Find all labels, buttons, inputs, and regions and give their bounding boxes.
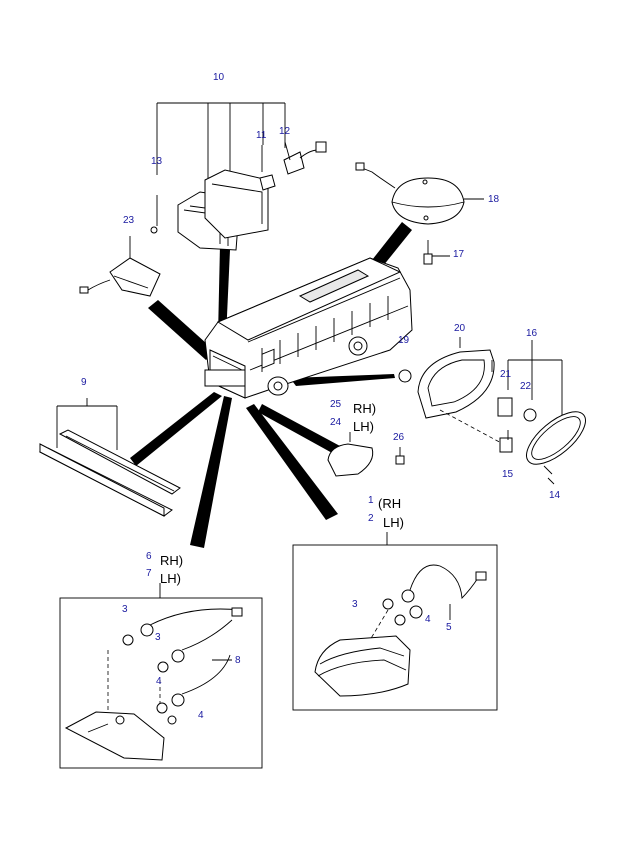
callout-21: 21 [500,369,512,380]
callout-9: 9 [81,377,87,388]
callout-4-left-b: 4 [198,710,204,721]
callout-8: 8 [235,655,241,666]
callout-23: 23 [123,215,135,226]
wedge-to-side-lamp [290,374,395,386]
left-lamp-box [59,583,263,769]
callout-24: 24 [330,417,342,428]
bus-body [204,257,413,399]
side-labels: RH) LH) (RH LH) RH) LH) [160,401,404,586]
front-lamp-assembly [150,102,327,251]
callout-leaders [212,141,555,661]
marker-lamp-16 [497,340,586,475]
label-lh-left-lamp: LH) [160,571,181,586]
wedge-to-left-lamp [190,396,232,548]
callout-20: 20 [454,323,466,334]
roof-lamp-18 [355,162,484,265]
callout-2: 2 [368,513,374,524]
side-lamp-20 [398,337,506,446]
callout-3-left-a: 3 [122,604,128,615]
callout-22: 22 [520,381,532,392]
wedge-to-lamp-23 [148,300,216,360]
callout-25: 25 [330,399,342,410]
label-rh-left-lamp: RH) [160,553,183,568]
callout-10: 10 [213,72,225,83]
callout-3-right: 3 [352,599,358,610]
callout-17: 17 [453,249,465,260]
wedge-to-front-lamp [218,245,230,338]
right-lamp-box [292,532,498,711]
callout-3-left-b: 3 [155,632,161,643]
callout-1: 1 [368,495,374,506]
wedge-to-marker [258,404,340,454]
callout-14: 14 [549,490,561,501]
label-lh-right-lamp: LH) [383,515,404,530]
callout-5: 5 [446,622,452,633]
callout-19: 19 [398,335,410,346]
callout-12: 12 [279,126,291,137]
callout-4-right: 4 [425,614,431,625]
callout-11: 11 [256,130,267,141]
label-lh-marker: LH) [353,419,374,434]
callout-13: 13 [151,156,163,167]
callout-numbers: 10 11 12 13 23 18 17 20 16 19 21 22 9 25… [81,72,561,721]
callout-18: 18 [488,194,500,205]
callout-6: 6 [146,551,152,562]
callout-16: 16 [526,328,538,339]
bus-bumper [204,369,246,387]
callout-15: 15 [502,469,514,480]
label-rh-marker: RH) [353,401,376,416]
label-rh-right-lamp: (RH [378,496,401,511]
callout-26: 26 [393,432,405,443]
plate-lens-9 [38,398,181,517]
lamp-23 [79,236,161,297]
marker-24 [327,432,405,477]
wedge-to-plate [130,392,222,466]
wedge-to-right-lamp [246,404,338,520]
callout-4-left-a: 4 [156,676,162,687]
callout-7: 7 [146,568,152,579]
